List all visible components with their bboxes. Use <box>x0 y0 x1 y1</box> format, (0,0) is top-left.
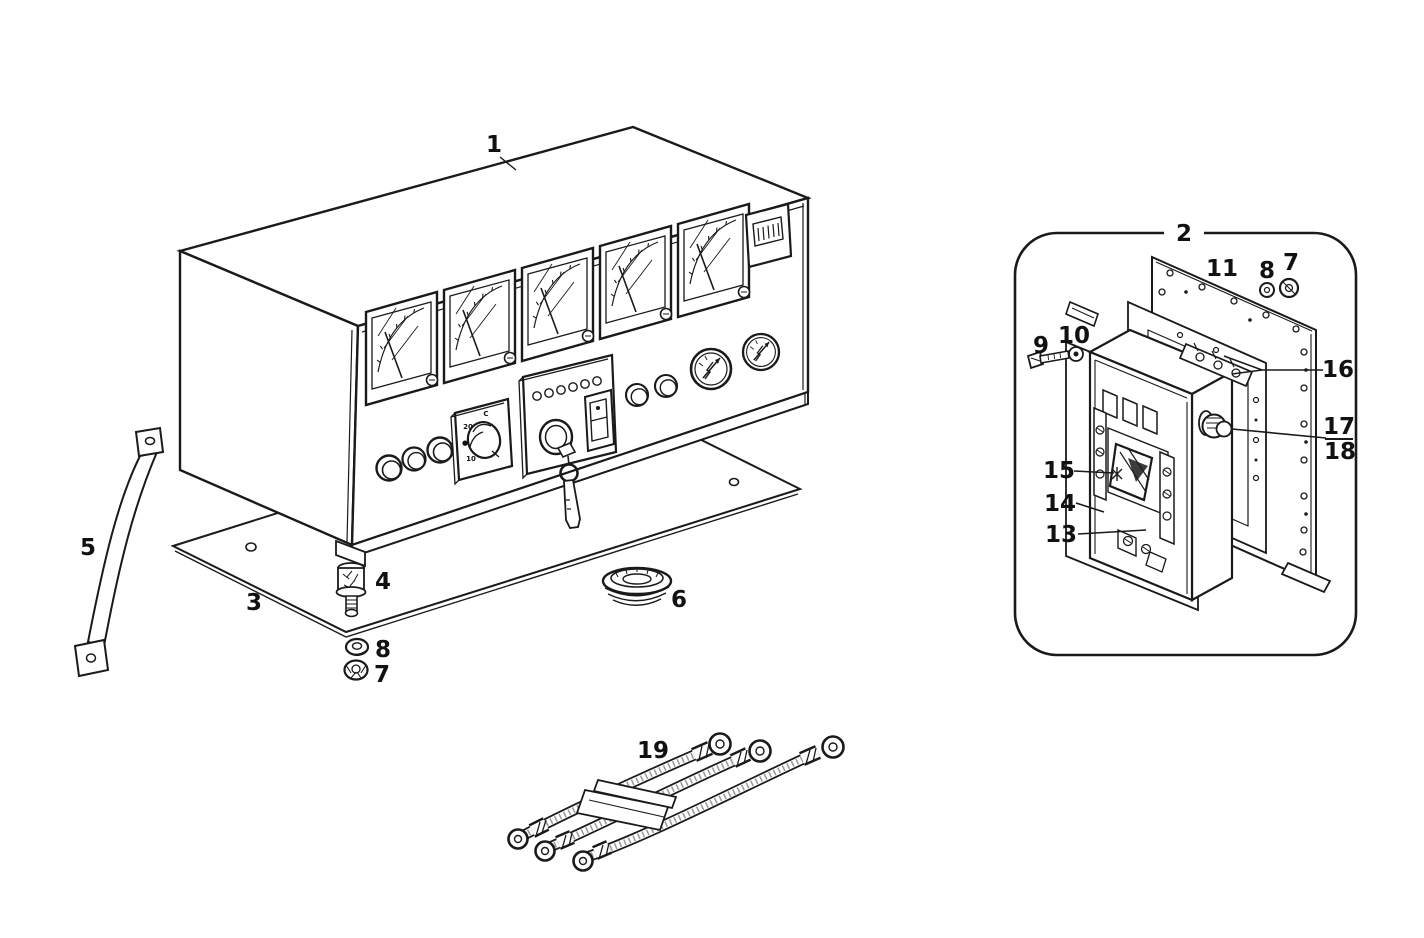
callout-1: 1 <box>486 132 502 158</box>
circuit-breaker <box>1065 300 1254 602</box>
callout-17: 17 <box>1323 414 1355 440</box>
cable-harness <box>507 732 845 872</box>
callout-13: 13 <box>1045 522 1077 548</box>
callout-3: 3 <box>246 590 262 616</box>
round-gauge-left <box>689 347 733 391</box>
callout-10: 10 <box>1058 323 1090 349</box>
callout-18: 18 <box>1324 439 1356 465</box>
indicator-lights <box>532 376 602 401</box>
rotary-mark-10: 10 <box>466 455 476 463</box>
harness-ring-terminals <box>507 732 845 872</box>
key <box>559 455 581 529</box>
callout-2: 2 <box>1176 221 1192 247</box>
key-switch-panel <box>518 353 618 529</box>
rotary-mark-c: C <box>483 410 488 418</box>
callout-14: 14 <box>1044 491 1076 517</box>
panel-meter-3 <box>520 246 595 363</box>
callout-19: 19 <box>637 738 669 764</box>
callout-16: 16 <box>1322 357 1354 383</box>
round-gauge-right <box>741 332 781 372</box>
terminal-strip-bottom <box>1117 528 1167 573</box>
nut-main <box>343 659 369 681</box>
callout-9: 9 <box>1033 333 1049 359</box>
callout-7-detail: 7 <box>1283 250 1299 276</box>
bolt-9 <box>1026 350 1070 370</box>
callout-8-detail: 8 <box>1259 258 1275 284</box>
panel-meter-2 <box>442 268 517 385</box>
washer-8-detail <box>1259 282 1275 298</box>
terminal-strip-top <box>1178 342 1254 388</box>
harness-wrap-band <box>575 778 678 832</box>
rotary-mark-0: ● <box>462 439 468 447</box>
rotary-switch: C 20 ● 10 <box>450 397 514 486</box>
ground-strap <box>73 426 165 678</box>
key-switch <box>538 418 577 459</box>
breaker-pole-windows <box>1102 388 1158 436</box>
terminal-strip-right <box>1159 450 1175 546</box>
washer-10 <box>1068 346 1084 362</box>
detail-label-gap <box>1164 220 1204 246</box>
callout-5: 5 <box>80 535 96 561</box>
rocker-switch <box>583 388 616 453</box>
washer-7-detail <box>1278 277 1300 299</box>
detail-leader-lines <box>1073 355 1353 535</box>
rotary-mark-20: 20 <box>463 423 473 431</box>
shock-mount <box>335 539 367 618</box>
callout-7-main: 7 <box>374 662 390 688</box>
panel-meter-1 <box>364 290 439 407</box>
washer-main <box>344 637 370 657</box>
callout-11: 11 <box>1206 256 1238 282</box>
grommet <box>601 566 673 606</box>
breaker-clip <box>1065 300 1099 328</box>
terminal-screw-15 <box>1111 467 1123 481</box>
callout-4: 4 <box>375 569 391 595</box>
panel-meter-5 <box>676 202 751 319</box>
control-panel-unit: C 20 ● 10 <box>176 125 812 559</box>
callout-15: 15 <box>1043 458 1075 484</box>
callout-6: 6 <box>671 587 687 613</box>
panel-foot-flange <box>1280 561 1332 594</box>
detail-view <box>1013 220 1358 657</box>
harness-cable-3 <box>585 749 817 863</box>
hour-meter <box>744 202 793 269</box>
panel-meter-4 <box>598 224 673 341</box>
harness-ferrules <box>528 741 822 860</box>
callout-labels: 1 3 4 5 6 8 7 19 2 11 8 7 9 10 16 17 18 … <box>80 132 1356 764</box>
callout-8-main: 8 <box>375 637 391 663</box>
breaker-side-knob <box>1198 410 1233 439</box>
